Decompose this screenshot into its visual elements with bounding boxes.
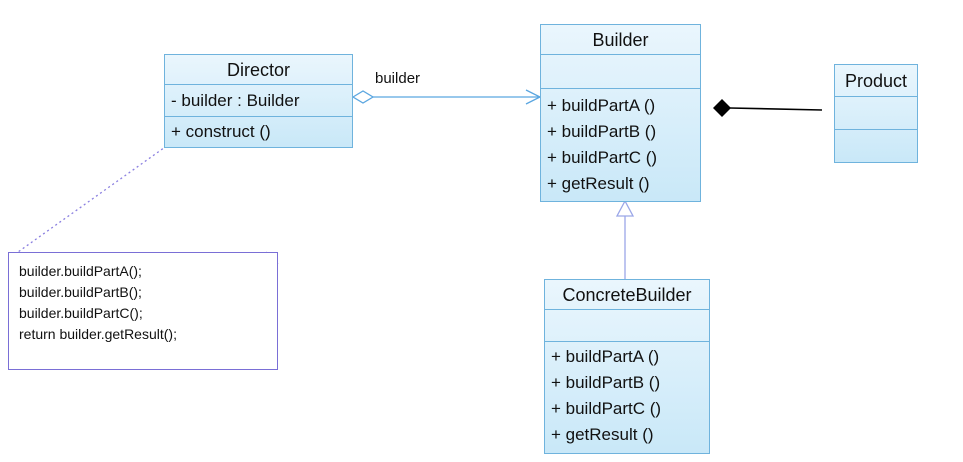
- director-operation: + construct (): [171, 122, 271, 141]
- concrete-builder-operations: + buildPartA () + buildPartB () + buildP…: [545, 342, 709, 448]
- builder-class-name: Builder: [541, 25, 700, 55]
- construct-note[interactable]: builder.buildPartA(); builder.buildPartB…: [8, 252, 278, 370]
- concrete-builder-operation: + buildPartA (): [551, 347, 660, 366]
- product-operations: [835, 130, 917, 162]
- builder-operation: + buildPartA (): [547, 96, 656, 115]
- concrete-builder-operation: + getResult (): [551, 425, 654, 444]
- product-class-name: Product: [835, 65, 917, 97]
- director-attributes: - builder : Builder: [165, 85, 352, 117]
- concrete-builder-class[interactable]: ConcreteBuilder + buildPartA () + buildP…: [544, 279, 710, 454]
- builder-attributes: [541, 55, 700, 89]
- note-line: builder.buildPartC();: [19, 305, 143, 321]
- note-line: return builder.getResult();: [19, 326, 177, 342]
- builder-operation: + getResult (): [547, 174, 650, 193]
- builder-class[interactable]: Builder + buildPartA () + buildPartB () …: [540, 24, 701, 202]
- composition-line: [729, 107, 823, 111]
- concrete-builder-attributes: [545, 310, 709, 342]
- product-attributes: [835, 97, 917, 130]
- product-class[interactable]: Product: [834, 64, 918, 163]
- director-operations: + construct (): [165, 117, 352, 147]
- note-line: builder.buildPartA();: [19, 263, 142, 279]
- generalization-triangle: [615, 199, 635, 217]
- note-anchor-line: [17, 139, 176, 253]
- director-attribute: - builder : Builder: [171, 91, 300, 110]
- director-class-name: Director: [165, 55, 352, 85]
- concrete-builder-operation: + buildPartC (): [551, 399, 662, 418]
- aggregation-diamond: [351, 90, 375, 104]
- composition-diamond: [713, 99, 731, 117]
- builder-operation: + buildPartB (): [547, 122, 657, 141]
- concrete-builder-class-name: ConcreteBuilder: [545, 280, 709, 310]
- builder-operations: + buildPartA () + buildPartB () + buildP…: [541, 89, 700, 197]
- builder-operation: + buildPartC (): [547, 148, 658, 167]
- note-line: builder.buildPartB();: [19, 284, 142, 300]
- concrete-builder-operation: + buildPartB (): [551, 373, 661, 392]
- association-label: builder: [375, 70, 421, 87]
- director-class[interactable]: Director - builder : Builder + construct…: [164, 54, 353, 148]
